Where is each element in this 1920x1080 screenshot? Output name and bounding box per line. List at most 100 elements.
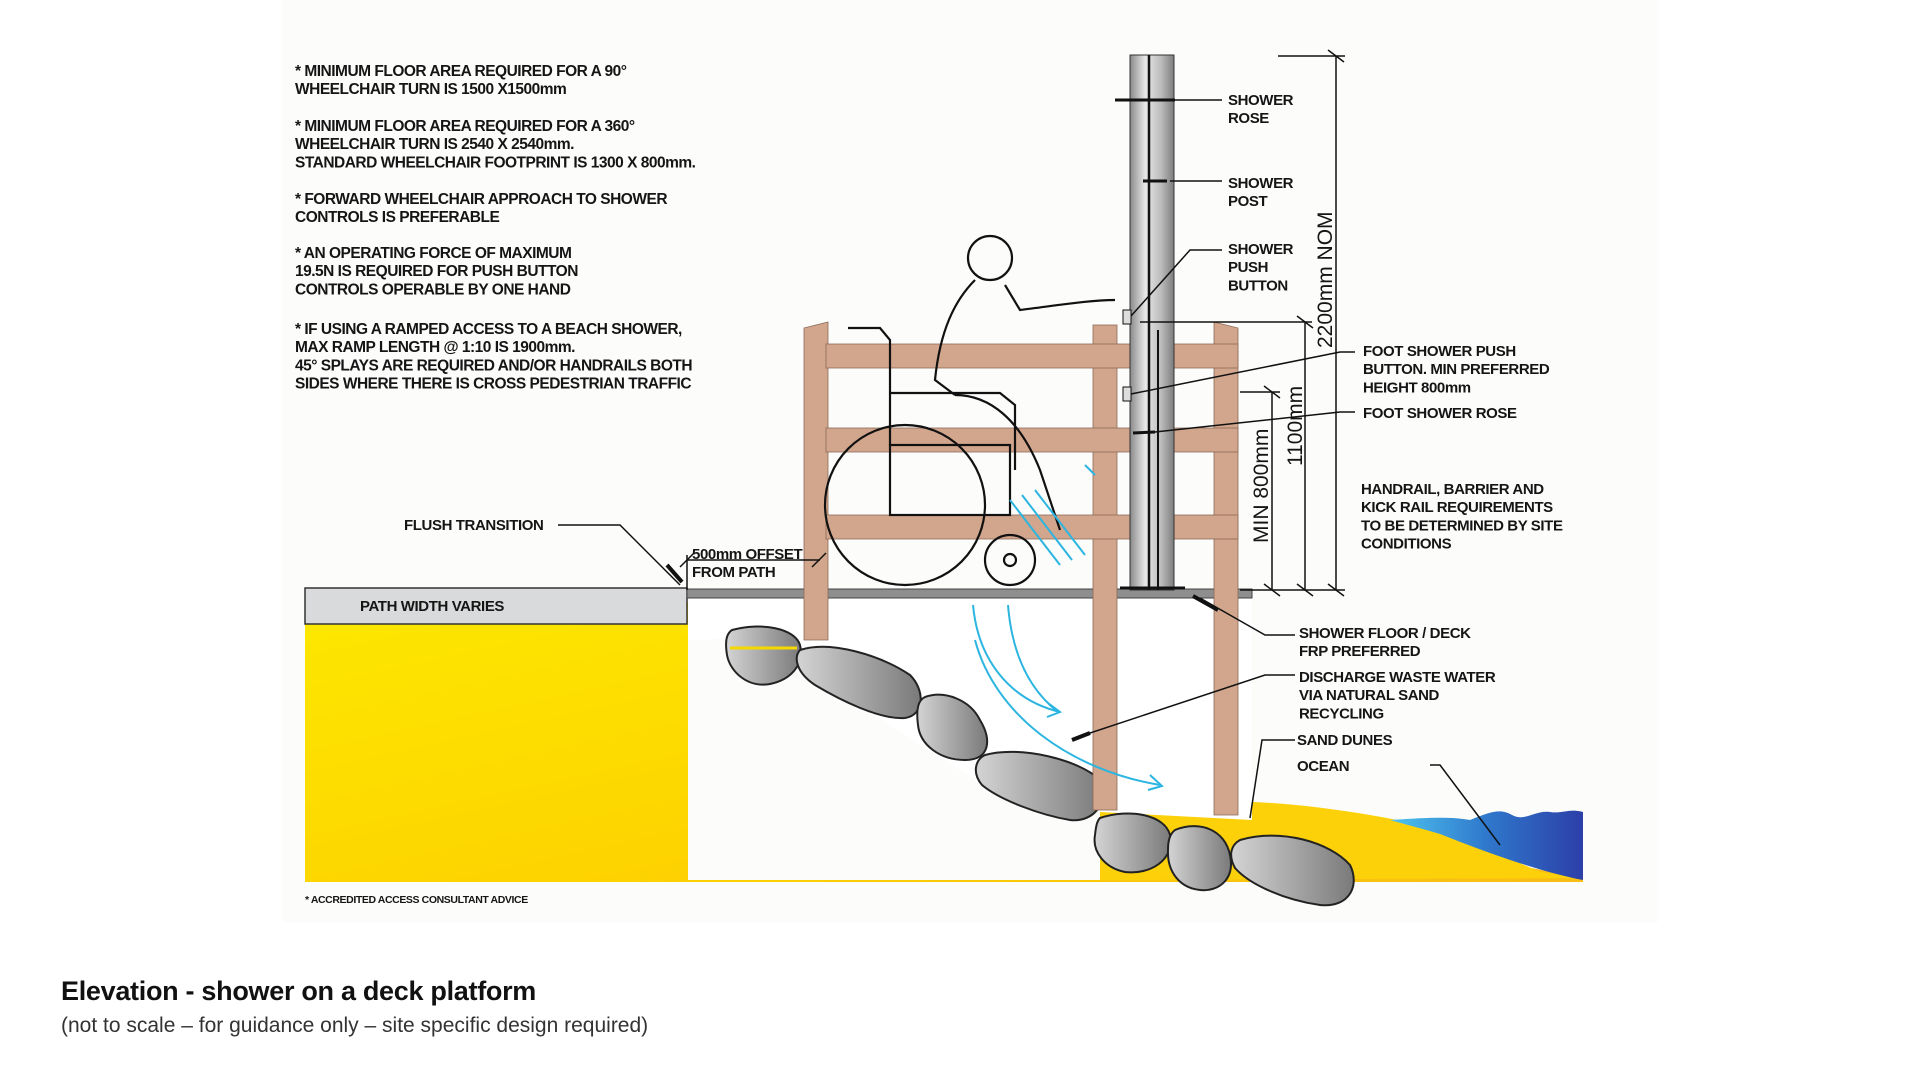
caster-wheel bbox=[983, 533, 1037, 587]
design-note: * MINIMUM FLOOR AREA REQUIRED FOR A 90°W… bbox=[295, 63, 627, 98]
handrail-mid bbox=[825, 427, 1239, 453]
label-handrail-requirements-line: CONDITIONS bbox=[1361, 536, 1452, 553]
wheelchair-frame bbox=[888, 443, 1012, 517]
water-arrow bbox=[974, 639, 1161, 786]
label-discharge-line: VIA NATURAL SAND bbox=[1299, 687, 1440, 704]
label-shower-push-button-line: PUSH bbox=[1228, 259, 1268, 276]
design-note-line: 19.5N IS REQUIRED FOR PUSH BUTTON bbox=[295, 263, 578, 280]
design-note-line: CONTROLS IS PREFERABLE bbox=[295, 209, 499, 226]
discharge-leader-tip bbox=[1071, 731, 1091, 742]
rock bbox=[916, 693, 988, 762]
label-shower-push-button-line: BUTTON bbox=[1228, 277, 1288, 294]
rock bbox=[974, 750, 1105, 822]
head bbox=[966, 234, 1014, 282]
label-sand-dunes: SAND DUNES bbox=[1297, 732, 1393, 749]
label-offset-line: 500mm OFFSET bbox=[692, 546, 802, 563]
caster-hub bbox=[1002, 552, 1018, 568]
timber-post-right bbox=[1213, 321, 1239, 816]
spray-line bbox=[1021, 494, 1073, 561]
label-ocean-line: OCEAN bbox=[1297, 758, 1349, 775]
handrail-top bbox=[825, 343, 1239, 369]
foot-shower-push-button bbox=[1122, 386, 1132, 402]
design-note-line: WHEELCHAIR TURN IS 2540 X 2540mm. bbox=[295, 136, 574, 153]
label-shower-rose-line: SHOWER bbox=[1228, 92, 1294, 109]
rock bbox=[725, 625, 802, 686]
label-foot-shower-rose-line: FOOT SHOWER ROSE bbox=[1363, 405, 1517, 422]
deck-leader-tip bbox=[1192, 594, 1219, 612]
path-label: PATH WIDTH VARIES bbox=[360, 598, 504, 615]
shower-push-button bbox=[1122, 309, 1132, 325]
wheelchair-user-illustration bbox=[823, 234, 1116, 587]
label-shower-post-line: SHOWER bbox=[1228, 175, 1294, 192]
label-discharge-line: RECYCLING bbox=[1299, 705, 1384, 722]
figure-subtitle: (not to scale – for guidance only – site… bbox=[61, 1014, 649, 1037]
rock bbox=[1093, 812, 1172, 874]
timber-post-mid bbox=[1092, 324, 1118, 811]
spray-line bbox=[1009, 499, 1061, 566]
rear-wheel bbox=[823, 423, 987, 587]
design-note-line: CONTROLS OPERABLE BY ONE HAND bbox=[295, 281, 571, 298]
waste-water-flow bbox=[972, 464, 1164, 791]
label-sand-dunes-line: SAND DUNES bbox=[1297, 732, 1393, 749]
path-slab bbox=[304, 587, 688, 625]
dimension-1100: 1100mm bbox=[1284, 386, 1307, 466]
label-shower-floor-line: SHOWER FLOOR / DECK bbox=[1299, 625, 1471, 642]
dimension-min-800: MIN 800mm bbox=[1250, 429, 1273, 543]
torso bbox=[933, 279, 976, 396]
label-shower-rose-line: ROSE bbox=[1228, 110, 1269, 127]
spray-line bbox=[1034, 489, 1086, 556]
shower-deck bbox=[686, 588, 1253, 599]
label-foot-shower-push-button-line: HEIGHT 800mm bbox=[1363, 379, 1471, 396]
arrowhead bbox=[1147, 774, 1164, 791]
rock bbox=[1230, 834, 1355, 907]
flush-leader-tip bbox=[665, 563, 684, 584]
design-note-line: STANDARD WHEELCHAIR FOOTPRINT IS 1300 X … bbox=[295, 154, 696, 171]
rock bbox=[795, 645, 922, 720]
wheelchair-seat bbox=[890, 391, 1017, 470]
footnote: * ACCREDITED ACCESS CONSULTANT ADVICE bbox=[305, 894, 528, 906]
label-shower-push-button-line: SHOWER bbox=[1228, 241, 1294, 258]
label-handrail-requirements-line: KICK RAIL REQUIREMENTS bbox=[1361, 499, 1553, 516]
figure-title: Elevation - shower on a deck platform bbox=[61, 976, 537, 1006]
label-foot-shower-rose: FOOT SHOWER ROSE bbox=[1363, 405, 1517, 422]
spray-line bbox=[1084, 464, 1096, 476]
label-flush-transition: FLUSH TRANSITION bbox=[404, 517, 543, 534]
ocean-water bbox=[1390, 810, 1583, 880]
rock bbox=[1166, 825, 1232, 892]
label-flush-transition-line: FLUSH TRANSITION bbox=[404, 517, 543, 534]
leader-lines bbox=[558, 99, 1501, 846]
design-note-line: SIDES WHERE THERE IS CROSS PEDESTRIAN TR… bbox=[295, 376, 691, 393]
design-note-line: MAX RAMP LENGTH @ 1:10 IS 1900mm. bbox=[295, 339, 575, 356]
label-handrail-requirements-line: HANDRAIL, BARRIER AND bbox=[1361, 481, 1544, 498]
arrowhead bbox=[1046, 702, 1063, 718]
sand-ground bbox=[305, 602, 1583, 882]
design-note-line: * MINIMUM FLOOR AREA REQUIRED FOR A 90° bbox=[295, 63, 627, 80]
design-note-line: * IF USING A RAMPED ACCESS TO A BEACH SH… bbox=[295, 321, 682, 338]
label-shower-floor-line: FRP PREFERRED bbox=[1299, 643, 1421, 660]
label-offset-line: FROM PATH bbox=[692, 564, 775, 581]
dimension-lines bbox=[679, 49, 1345, 597]
design-note-line: * AN OPERATING FORCE OF MAXIMUM bbox=[295, 245, 571, 262]
design-note: * IF USING A RAMPED ACCESS TO A BEACH SH… bbox=[295, 321, 692, 393]
foot-shower-rose-marker bbox=[1132, 430, 1156, 435]
arm bbox=[1004, 284, 1116, 312]
timber-post-left bbox=[803, 321, 829, 641]
label-handrail-requirements-line: TO BE DETERMINED BY SITE bbox=[1361, 517, 1563, 534]
dimension-2200-nom: 2200mm NOM bbox=[1314, 211, 1337, 348]
design-note-line: 45° SPLAYS ARE REQUIRED AND/OR HANDRAILS… bbox=[295, 357, 692, 374]
label-discharge-line: DISCHARGE WASTE WATER bbox=[1299, 669, 1496, 686]
water-arrow bbox=[972, 604, 1061, 713]
design-note-line: WHEELCHAIR TURN IS 1500 X1500mm bbox=[295, 81, 566, 98]
